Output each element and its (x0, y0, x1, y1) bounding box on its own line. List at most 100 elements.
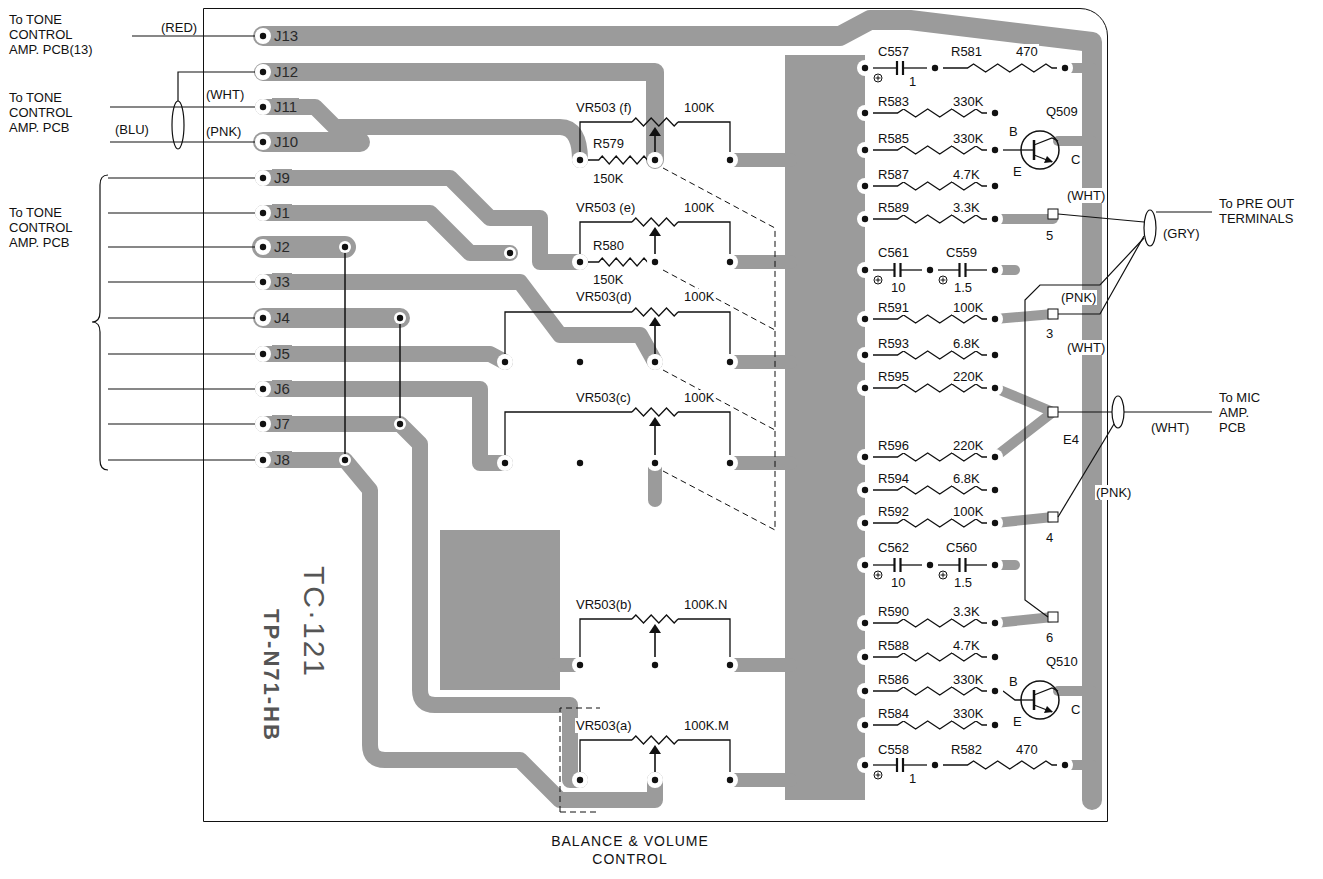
transistor-body (1021, 131, 1059, 169)
drill-hole (260, 386, 266, 392)
wire-color: (GRY) (1162, 226, 1201, 241)
part-ref: R581 (950, 44, 983, 59)
destination-note: To TONE CONTROL AMP. PCB (8, 90, 82, 135)
resistor-symbol (873, 315, 987, 323)
wire (1058, 424, 1114, 517)
polarity-mark (939, 571, 947, 579)
drill-hole (397, 315, 403, 321)
gang-line (663, 370, 775, 430)
part-value: 3.3K (952, 200, 981, 215)
resistor-symbol (588, 156, 648, 164)
transistor-pin: B (1008, 674, 1019, 689)
drill-hole (507, 250, 513, 256)
capacitor-lead (966, 269, 988, 270)
potentiometer-track (678, 222, 730, 254)
solder-pad (987, 649, 1003, 665)
solder-pad (987, 105, 1003, 121)
drill-hole (652, 460, 658, 466)
wiper-arrow (649, 227, 661, 236)
potentiometer-symbol (580, 736, 730, 772)
copper-trace (995, 412, 1053, 457)
drill-hole (992, 620, 998, 626)
potentiometer-track (632, 615, 678, 623)
transistor-pin: E (1012, 164, 1023, 179)
part-value: 330K (952, 131, 984, 146)
potentiometer-symbol (580, 615, 730, 657)
solder-pad (339, 241, 351, 253)
wiper-arrow (649, 417, 661, 426)
solder-pad (857, 757, 873, 773)
resistor-symbol (873, 721, 987, 729)
part-ref: R588 (877, 638, 910, 653)
part-value: 100K (683, 289, 715, 304)
potentiometer-symbol (580, 118, 730, 152)
resistor-symbol (873, 687, 987, 695)
potentiometer-track (632, 308, 678, 316)
solder-pad (255, 170, 271, 186)
wire (108, 459, 255, 460)
drill-hole (862, 216, 868, 222)
wire-color: (RED) (160, 20, 198, 35)
drill-hole (652, 259, 658, 265)
wire (108, 317, 255, 318)
capacitor-lead (873, 269, 895, 270)
drill-hole (727, 777, 733, 783)
copper-trace (263, 460, 655, 800)
terminal-label: J3 (272, 273, 292, 290)
part-ref: C560 (945, 540, 978, 555)
part-value: 3.3K (952, 604, 981, 619)
copper-trace (263, 72, 655, 160)
drill-hole (862, 562, 868, 568)
solder-pad (857, 105, 873, 121)
potentiometer-track (505, 412, 632, 455)
drill-hole (992, 316, 998, 322)
drill-hole (927, 562, 933, 568)
wire-color: (PNK) (205, 124, 242, 139)
polarity-mark (939, 276, 947, 284)
copper-trace (995, 214, 1053, 224)
solder-pad (647, 455, 663, 471)
solder-pad (857, 515, 873, 531)
solder-pad (857, 649, 873, 665)
terminal-label: J5 (272, 345, 292, 362)
copper-trace (730, 658, 790, 672)
jumper-wire (399, 318, 401, 424)
drill-hole (260, 351, 266, 357)
drill-hole (727, 259, 733, 265)
drill-hole (992, 267, 998, 273)
solder-pad (647, 657, 663, 673)
drill-hole (862, 654, 868, 660)
resistor-symbol (873, 182, 987, 190)
part-ref: R582 (950, 742, 983, 757)
resistor-symbol (873, 453, 987, 461)
drill-hole (992, 385, 998, 391)
drill-hole (727, 460, 733, 466)
drill-hole (992, 722, 998, 728)
capacitor-plate (964, 263, 966, 277)
solder-pad (857, 60, 873, 76)
solder-pad (255, 381, 271, 397)
drill-hole (992, 454, 998, 460)
solder-pad (394, 312, 406, 324)
component-symbols (345, 61, 1059, 812)
copper-trace (263, 107, 580, 160)
solder-pad (572, 254, 588, 270)
drill-hole (932, 762, 938, 768)
part-value: 4.7K (952, 167, 981, 182)
solder-pad (857, 347, 873, 363)
wire-color: (WHT) (1066, 340, 1106, 355)
copper-trace (263, 178, 580, 262)
drill-hole (260, 279, 266, 285)
drill-hole (577, 359, 583, 365)
solder-pad (857, 380, 873, 396)
part-value: 330K (952, 94, 984, 109)
resistor-symbol (873, 519, 987, 527)
solder-pad (572, 354, 588, 370)
solder-pad (857, 615, 873, 631)
polarity-mark (874, 276, 882, 284)
capacitor-lead (873, 764, 897, 765)
drill-hole (862, 487, 868, 493)
solder-pad (497, 354, 513, 370)
potentiometer-track (678, 412, 730, 455)
